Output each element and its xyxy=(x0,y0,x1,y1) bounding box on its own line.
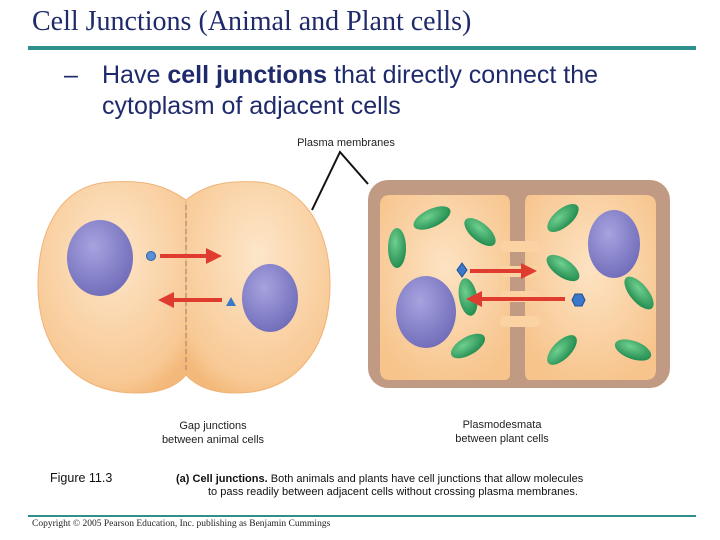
bullet-text-post: that directly connect the cytoplasm of a… xyxy=(102,61,599,120)
footer-divider xyxy=(28,515,696,517)
animal-cells xyxy=(37,181,331,394)
molecule-triangle xyxy=(226,297,236,306)
molecule-hexagon xyxy=(571,293,586,307)
plant-nucleus-left xyxy=(396,276,456,348)
chloroplast xyxy=(413,206,451,230)
slide-title: Cell Junctions (Animal and Plant cells) xyxy=(32,6,472,37)
arrow-right-plant xyxy=(470,263,537,279)
plasmodesma-4 xyxy=(500,316,540,327)
plasmodesma-1 xyxy=(500,241,540,252)
chloroplast xyxy=(388,228,406,268)
bullet-text: Have cell junctions that directly connec… xyxy=(102,60,692,122)
bullet-dash: – xyxy=(64,61,78,89)
chloroplast xyxy=(450,333,486,359)
label-plasmodesmata-line2: between plant cells xyxy=(455,433,549,445)
bullet-text-bold: cell junctions xyxy=(167,61,328,89)
label-gap-junctions: Gap junctions between animal cells xyxy=(140,419,286,447)
caption-line1: Both animals and plants have cell juncti… xyxy=(267,473,584,485)
plasma-membrane-pointers xyxy=(311,150,369,211)
molecule-diamond xyxy=(456,262,468,278)
caption-lead: (a) Cell junctions. Both animals and pla… xyxy=(176,473,583,485)
arrow-left-animal xyxy=(158,292,222,308)
plant-cells xyxy=(368,180,670,388)
chloroplast xyxy=(614,339,652,361)
label-plasma-membranes: Plasma membranes xyxy=(297,137,395,149)
caption-line2: to pass readily between adjacent cells w… xyxy=(208,486,578,498)
chloroplast xyxy=(458,278,478,316)
label-plasmodesmata-line1: Plasmodesmata xyxy=(462,419,542,431)
copyright-notice: Copyright © 2005 Pearson Education, Inc.… xyxy=(32,519,331,529)
title-divider xyxy=(28,46,696,50)
bullet-text-pre: Have xyxy=(102,61,168,89)
arrow-left-plant xyxy=(466,291,565,307)
label-gap-junctions-line2: between animal cells xyxy=(161,434,265,446)
chloroplast xyxy=(546,254,580,282)
label-plasmodesmata: Plasmodesmata between plant cells xyxy=(432,418,572,446)
label-gap-junctions-line1: Gap junctions xyxy=(179,420,247,432)
chloroplast xyxy=(547,335,577,365)
animal-nucleus-right xyxy=(242,264,298,332)
chloroplast xyxy=(464,217,496,247)
caption-bold: (a) Cell junctions. xyxy=(176,473,268,485)
animal-nucleus-left xyxy=(67,220,133,296)
figure-number: Figure 11.3 xyxy=(50,471,113,485)
plant-nucleus-right xyxy=(588,210,640,278)
arrow-right-animal xyxy=(160,248,222,264)
chloroplast xyxy=(547,203,579,233)
molecule-circle xyxy=(146,251,156,261)
chloroplast xyxy=(624,276,654,310)
figure-caption: (a) Cell junctions. Both animals and pla… xyxy=(176,473,646,499)
